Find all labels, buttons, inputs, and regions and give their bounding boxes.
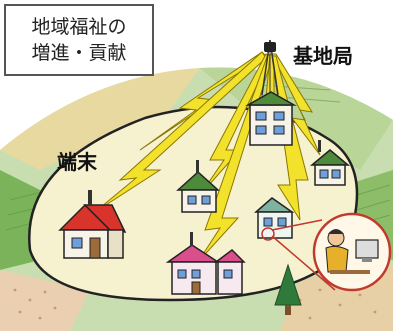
terminal-label: 端末: [57, 150, 97, 174]
house-icon: [254, 197, 295, 241]
house-icon: [58, 190, 127, 259]
house-icon: [176, 160, 220, 213]
person-at-computer-icon: [271, 212, 392, 292]
antenna-icon: [318, 140, 321, 152]
title-box: 地域福祉の 増進・貢献: [4, 4, 154, 76]
house-icon: [165, 232, 246, 295]
title-line-2: 増進・貢献: [31, 42, 127, 64]
base-station-label: 基地局: [293, 44, 353, 68]
field-patch: [0, 68, 200, 170]
title-line-1: 地域福祉の: [31, 16, 127, 38]
radio-link: [94, 51, 267, 213]
radio-link: [271, 53, 321, 156]
antenna-icon: [88, 190, 92, 206]
antenna-tower-icon: [261, 39, 279, 96]
house-icon: [245, 91, 297, 146]
tree-icon: [274, 263, 302, 315]
house-icon: [309, 140, 351, 186]
antenna-icon: [190, 232, 193, 246]
antenna-icon: [196, 160, 199, 173]
